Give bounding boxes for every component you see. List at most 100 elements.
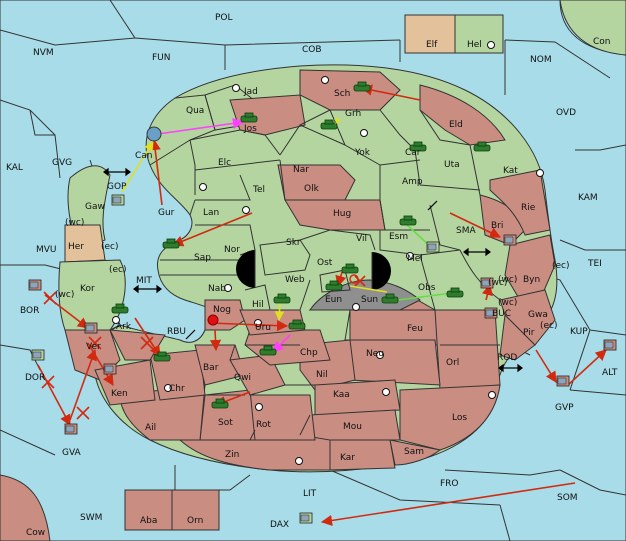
province-rot[interactable] [244, 394, 316, 441]
label-dor: DOR [25, 373, 45, 383]
label-pol: POL [215, 13, 233, 23]
label-elc: Elc [218, 158, 231, 168]
label-wc4: (wc) [55, 290, 74, 300]
label-gur: Gur [158, 208, 175, 218]
army-esm[interactable] [399, 215, 417, 226]
bounce-ost-marker [349, 274, 359, 284]
province-rie[interactable] [489, 169, 551, 236]
fleet-gva[interactable] [64, 423, 78, 435]
label-dax: DAX [270, 520, 289, 530]
label-sun: Sun [361, 295, 378, 305]
province-orl[interactable] [434, 309, 501, 391]
province-aba[interactable] [124, 489, 173, 531]
army-hil[interactable] [273, 293, 291, 304]
label-hel: Hel [467, 40, 482, 50]
label-hil: Hil [252, 300, 264, 310]
label-bor: BOR [20, 306, 39, 316]
label-nil: Nil [316, 370, 328, 380]
army-sch[interactable] [353, 81, 371, 92]
army-sap[interactable] [162, 238, 180, 249]
label-wc2: (wc) [498, 275, 517, 285]
fleet-bri[interactable] [503, 234, 517, 246]
label-qua: Qua [186, 106, 204, 116]
province-olk[interactable] [277, 164, 356, 201]
label-aba: Aba [140, 516, 157, 526]
capital-can-marker [146, 126, 162, 142]
army-jos[interactable] [240, 112, 258, 123]
fleet-dax[interactable] [299, 512, 313, 524]
label-can: Can [135, 151, 153, 161]
label-her: Her [68, 242, 84, 252]
label-gaw: Gaw [85, 202, 105, 212]
label-fro: FRO [440, 479, 459, 489]
adjacency-arrows [103, 167, 523, 373]
province-sot[interactable] [199, 389, 256, 441]
province-orn[interactable] [171, 489, 220, 531]
fleet-ken[interactable] [103, 363, 117, 375]
impassable-west-marker [236, 250, 255, 288]
label-rot: Rot [256, 420, 271, 430]
fleet-ver[interactable] [84, 322, 98, 334]
army-sot[interactable] [211, 398, 229, 409]
convoy-orders [157, 117, 291, 353]
fleet-gvp[interactable] [556, 375, 570, 387]
province-hel[interactable] [454, 14, 504, 54]
label-swm: SWM [80, 513, 102, 523]
province-eld[interactable] [419, 84, 506, 146]
army-sun[interactable] [381, 293, 399, 304]
label-cob: COB [302, 45, 322, 55]
army-ost[interactable] [341, 263, 359, 274]
army-obs[interactable] [446, 287, 464, 298]
army-chp[interactable] [259, 345, 277, 356]
army-kat[interactable] [473, 141, 491, 152]
label-mou: Mou [343, 422, 362, 432]
label-nom: NOM [530, 55, 552, 65]
army-eun[interactable] [325, 280, 343, 291]
label-ver: Ver [86, 342, 101, 352]
label-buc: BUC [492, 309, 511, 319]
label-sch: Sch [334, 89, 350, 99]
army-ark[interactable] [111, 303, 129, 314]
label-nar: Nar [293, 165, 309, 175]
label-jos: Jos [243, 124, 257, 134]
province-kaa[interactable] [314, 379, 401, 416]
province-hug[interactable] [284, 199, 386, 231]
army-car[interactable] [409, 141, 427, 152]
fleet-gop[interactable] [111, 194, 125, 206]
label-yok: Yok [354, 148, 371, 158]
label-sap: Sap [194, 253, 211, 263]
label-byn: Byn [523, 275, 540, 285]
label-kam: KAM [578, 193, 598, 203]
labels: POL COB FUN NVM NOM OVD Con Elf Hel KAL … [6, 13, 618, 538]
label-feu: Feu [407, 324, 423, 334]
fleet-mel[interactable] [426, 241, 440, 253]
province-pir[interactable] [499, 313, 536, 361]
label-web: Web [285, 275, 305, 285]
label-wc3: (wc) [498, 298, 517, 308]
fleet-byn[interactable] [480, 277, 494, 289]
province-sam[interactable] [389, 439, 442, 466]
fleet-dor[interactable] [31, 349, 45, 361]
fleet-alt[interactable] [603, 339, 617, 351]
army-uru[interactable] [288, 319, 306, 330]
label-rbu: RBU [167, 327, 186, 337]
label-sma: SMA [456, 226, 476, 236]
army-chr[interactable] [153, 351, 171, 362]
province-neu[interactable] [344, 339, 441, 386]
label-sot: Sot [218, 418, 233, 428]
fleet-bor[interactable] [28, 279, 42, 291]
label-wc5: (wc) [488, 278, 507, 288]
label-tel: Tel [252, 185, 265, 195]
fleet-buc[interactable] [484, 307, 498, 319]
province-chp[interactable] [244, 329, 331, 366]
label-mvu: MVU [36, 245, 57, 255]
label-chr: Chr [169, 384, 185, 394]
army-grh[interactable] [320, 119, 338, 130]
label-gwa: Gwa [528, 310, 548, 320]
label-sam: Sam [404, 447, 424, 457]
label-nog: Nog [213, 305, 231, 315]
label-qwi: Qwi [234, 373, 251, 383]
label-amp: Amp [402, 177, 423, 187]
label-nab: Nab [208, 284, 226, 294]
label-fun: FUN [152, 53, 171, 63]
